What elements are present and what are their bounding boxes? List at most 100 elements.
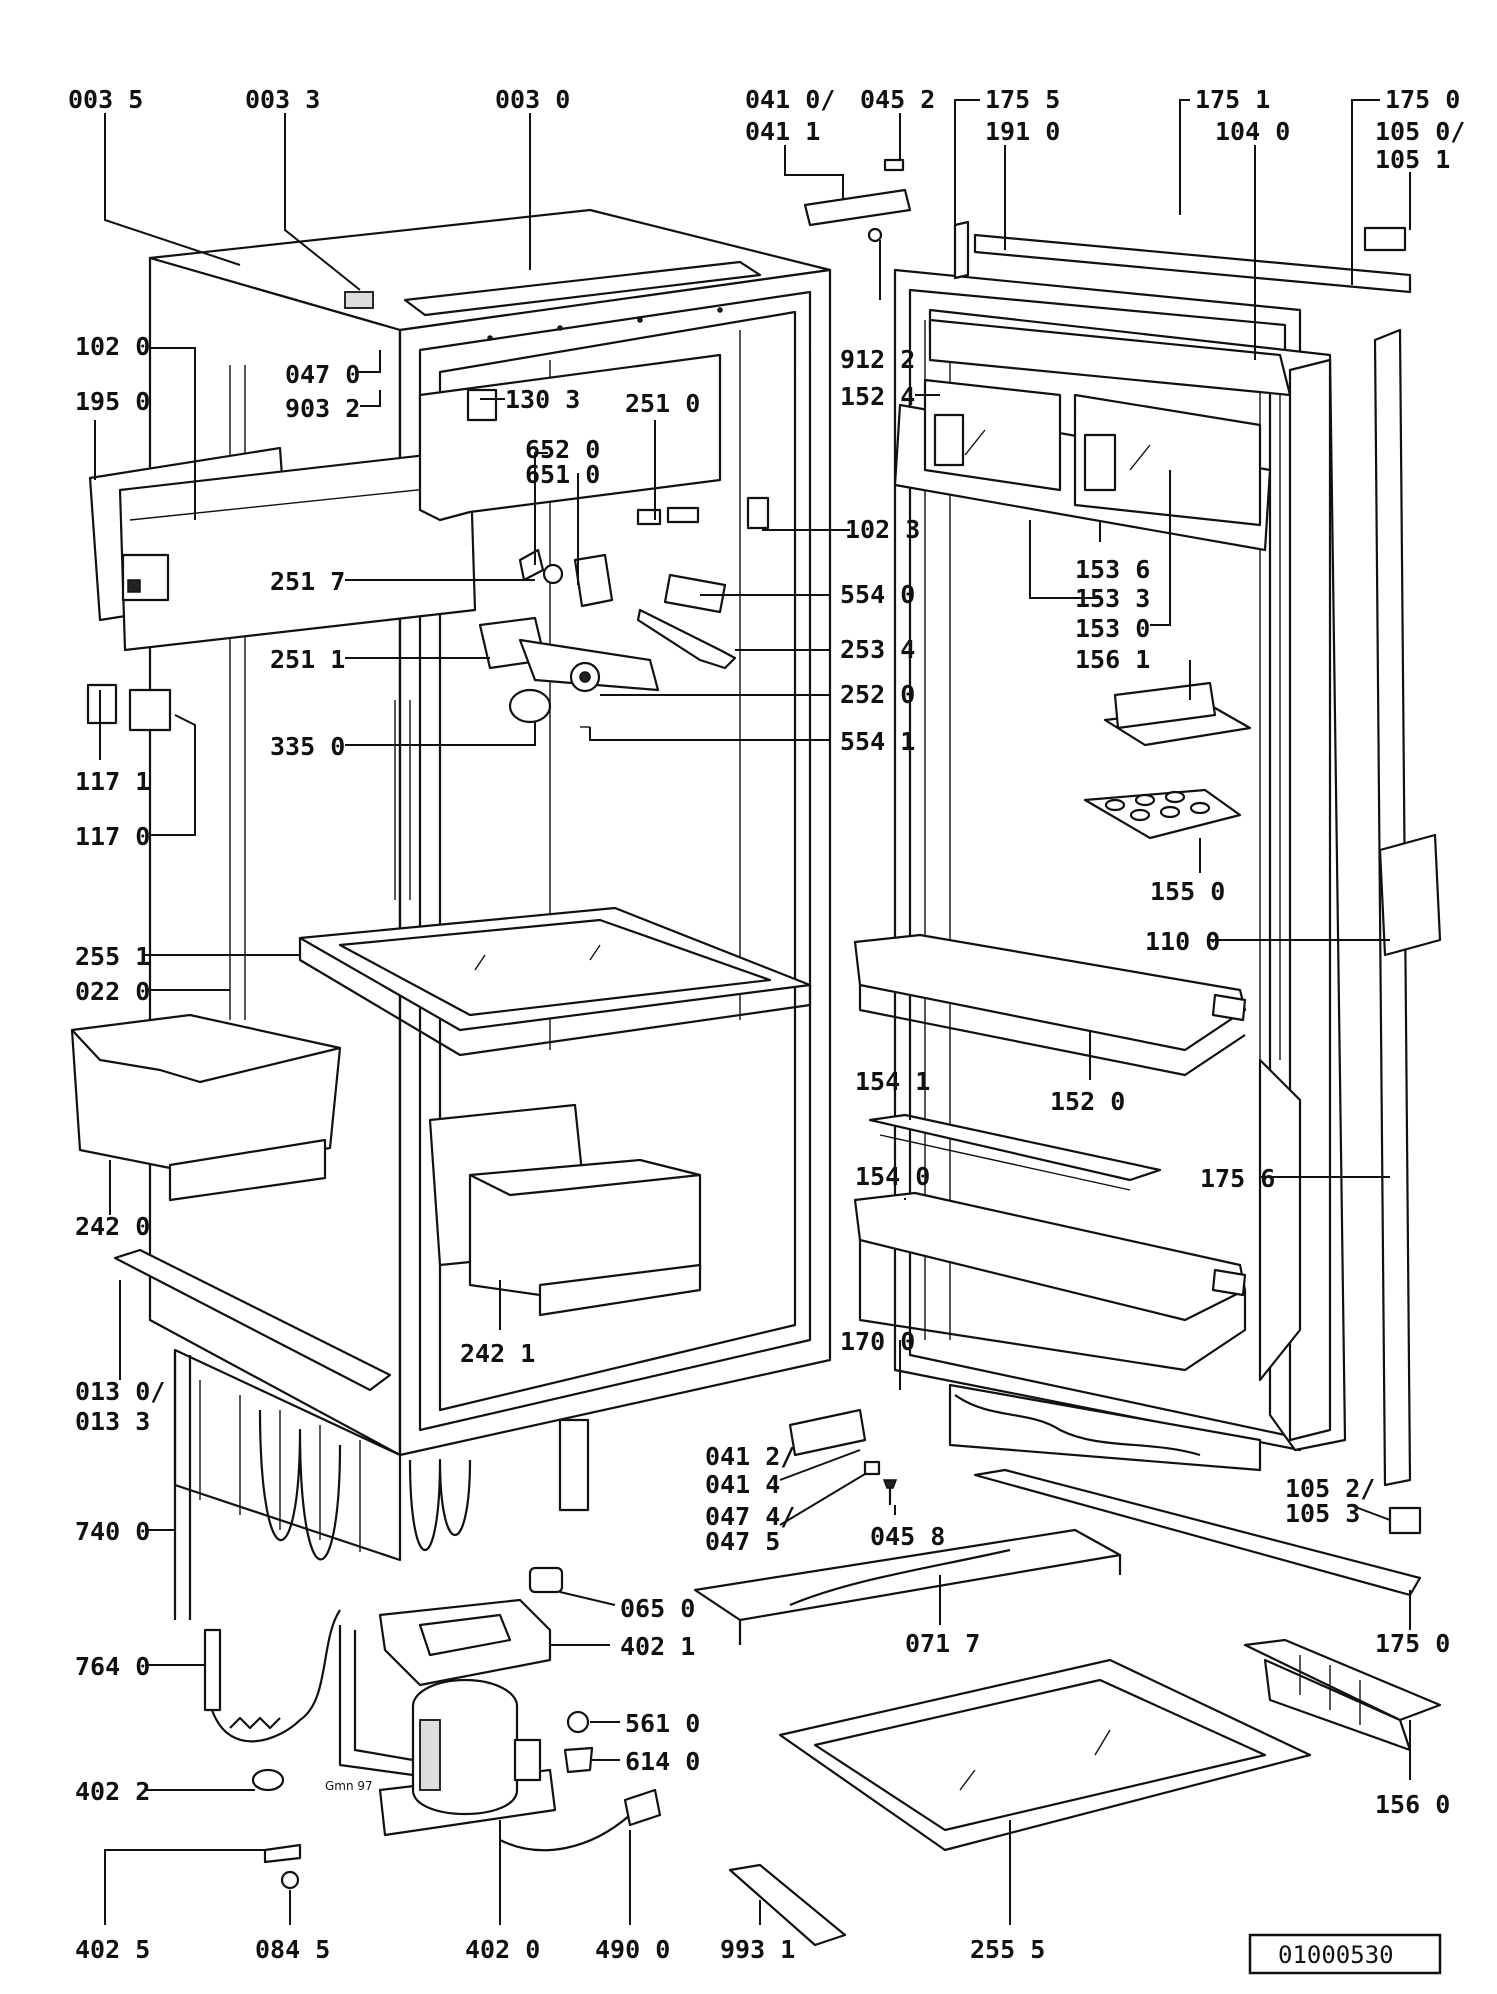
- label-0220: 022 0: [75, 977, 150, 1006]
- label-1550: 155 0: [1150, 877, 1225, 906]
- label-1536: 153 6: [1075, 555, 1150, 584]
- document-number: 01000530: [1278, 1941, 1394, 1969]
- divider-cover: [693, 1528, 1122, 1645]
- thermostat-lamp-assembly: [466, 388, 770, 728]
- label-1040: 104 0: [1215, 117, 1290, 146]
- label-4900: 490 0: [595, 1935, 670, 1964]
- label-1950: 195 0: [75, 387, 150, 416]
- label-5541: 554 1: [840, 727, 915, 756]
- door-bottom-panel: [948, 1383, 1262, 1472]
- label-1530: 153 0: [1075, 614, 1150, 643]
- label-1560: 156 0: [1375, 1790, 1450, 1819]
- bottle-retaining-rail-detail: [879, 1134, 1131, 1191]
- glass-shelf-lower: [778, 1658, 1312, 1852]
- label-1303: 130 3: [505, 385, 580, 414]
- label-1520: 152 0: [1050, 1087, 1125, 1116]
- label-1100: 110 0: [1145, 927, 1220, 956]
- sketch-signature: Gmn 97: [325, 1779, 373, 1793]
- label-2517: 251 7: [270, 567, 345, 596]
- label-1540: 154 0: [855, 1162, 930, 1191]
- door-shelf-upper: [853, 933, 1247, 1077]
- label-1910: 191 0: [985, 117, 1060, 146]
- label-1755a: 175 5: [985, 85, 1060, 114]
- label-6520: 652 0: [525, 435, 600, 464]
- document-number-box: 01000530: [1248, 1933, 1442, 1975]
- label-4025: 402 5: [75, 1935, 150, 1964]
- label-5610: 561 0: [625, 1709, 700, 1738]
- top-hinge-pin: [883, 158, 905, 172]
- label-0475: 047 5: [705, 1527, 780, 1556]
- label-6510: 651 0: [525, 460, 600, 489]
- label-4021: 402 1: [620, 1632, 695, 1661]
- label-7640: 764 0: [75, 1652, 150, 1681]
- label-2420: 242 0: [75, 1212, 150, 1241]
- door-frame-strip-1755: [953, 220, 970, 280]
- door-bottom-panel-edge: [954, 1394, 1201, 1457]
- label-2555: 255 5: [970, 1935, 1045, 1964]
- label-1700: 170 0: [840, 1327, 915, 1356]
- hinge-part-1171: [128, 688, 172, 732]
- label-2534: 253 4: [840, 635, 915, 664]
- label-0452: 045 2: [860, 85, 935, 114]
- hinge-cover-1052: [1388, 1506, 1422, 1535]
- label-0458: 045 8: [870, 1522, 945, 1551]
- bottle-retaining-rail: [868, 1113, 1162, 1182]
- label-4020: 402 0: [465, 1935, 540, 1964]
- label-0845: 084 5: [255, 1935, 330, 1964]
- label-0035: 003 5: [68, 85, 143, 114]
- label-0717: 071 7: [905, 1629, 980, 1658]
- part-labels: 003 5 003 3 003 0 041 0/ 041 1 045 2 175…: [68, 85, 1465, 1964]
- glass-shelf-upper: [298, 906, 812, 1057]
- label-3350: 335 0: [270, 732, 345, 761]
- label-2421: 242 1: [460, 1339, 535, 1368]
- label-5540: 554 0: [840, 580, 915, 609]
- label-9122: 912 2: [840, 345, 915, 374]
- compressor: [338, 1625, 557, 1837]
- label-1524: 152 4: [840, 382, 915, 411]
- condenser-grid: [173, 1348, 590, 1620]
- label-7400: 740 0: [75, 1517, 150, 1546]
- label-2510: 251 0: [625, 389, 700, 418]
- vegetable-crisper-large: [70, 1013, 342, 1202]
- door-top-rail: [973, 233, 1412, 294]
- label-4022: 402 2: [75, 1777, 150, 1806]
- door-tool: [728, 1863, 847, 1947]
- label-1171: 117 1: [75, 767, 150, 796]
- small-components: [251, 1566, 662, 1890]
- label-0133: 013 3: [75, 1407, 150, 1436]
- label-0033: 003 3: [245, 85, 320, 114]
- main-door: [893, 268, 1347, 1452]
- label-1023: 102 3: [845, 515, 920, 544]
- label-1750a: 175 0: [1385, 85, 1460, 114]
- hinge-part-117: [86, 683, 118, 725]
- base-trim-strip: [113, 1248, 392, 1392]
- label-1052: 105 2/: [1285, 1474, 1375, 1503]
- dairy-compartment: [893, 318, 1292, 552]
- freezer-compartment-door: [88, 446, 477, 652]
- egg-tray: [1083, 788, 1242, 840]
- label-0030: 003 0: [495, 85, 570, 114]
- label-1051: 105 1: [1375, 145, 1450, 174]
- label-1533: 153 3: [1075, 584, 1150, 613]
- filter-drier: [203, 1609, 341, 1743]
- label-1020: 102 0: [75, 332, 150, 361]
- label-9931: 993 1: [720, 1935, 795, 1964]
- label-0470: 047 0: [285, 360, 360, 389]
- label-0650: 065 0: [620, 1594, 695, 1623]
- hinge-screw-9122: [867, 227, 883, 243]
- label-2520: 252 0: [840, 680, 915, 709]
- label-2551: 255 1: [75, 942, 150, 971]
- top-hinge-bracket: [803, 188, 912, 227]
- leader-lines: [94, 99, 1411, 1925]
- label-9032: 903 2: [285, 394, 360, 423]
- door-bottom-rail: [973, 1468, 1422, 1597]
- label-1751: 175 1: [1195, 85, 1270, 114]
- label-0410: 041 0/: [745, 85, 835, 114]
- door-hinge-cover-110: [1378, 833, 1442, 957]
- label-0414: 041 4: [705, 1470, 780, 1499]
- vegetable-crisper-small: [428, 1103, 702, 1317]
- label-1750b: 175 0: [1375, 1629, 1450, 1658]
- label-1050: 105 0/: [1375, 117, 1465, 146]
- hinge-cover-105: [1363, 226, 1407, 252]
